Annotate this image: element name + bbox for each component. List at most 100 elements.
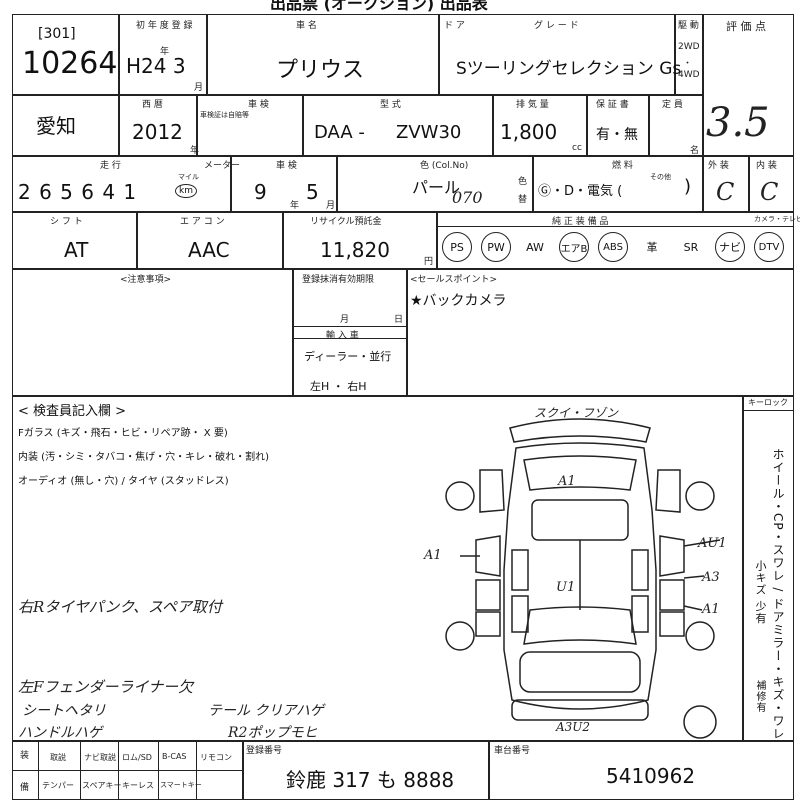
first-reg-value: H24 3 (126, 54, 186, 78)
region: 愛知 (36, 114, 76, 138)
plate-label: 登録番号 (246, 746, 283, 756)
hand-note-2: 左Fフェンダーライナー欠 (18, 678, 194, 696)
rating-label: 評 価 点 (726, 20, 766, 33)
car-diagram (445, 418, 721, 739)
mileage-value: 2 6 5 6 4 1 (18, 180, 138, 204)
exterior-value: C (716, 178, 735, 206)
model-value: ZVW30 (396, 122, 462, 143)
diagram-right-mark-1: AU1 (698, 536, 727, 551)
mileage-unit-top: マイル (178, 173, 199, 181)
camera-label: カメラ・テレビ (754, 215, 800, 223)
footer-left-a: 装 (20, 751, 30, 761)
diagram-center-mark: U1 (556, 580, 576, 595)
warranty-label: 保 証 書 (596, 100, 629, 110)
car-name-label: 車 名 (296, 21, 317, 31)
history-label: 車 検 (276, 161, 297, 171)
plate-value: 鈴鹿 317 も 8888 (286, 768, 455, 792)
hand-note-4: ハンドルハゲ (18, 725, 102, 741)
interior-value: C (760, 178, 779, 206)
fuel-close: ) (684, 176, 692, 197)
diagram-top-label: スクイ・フゾン (534, 406, 619, 420)
lot-number: 10264 (22, 46, 118, 81)
equipment-item: 革 (646, 241, 658, 254)
grade-value: Sツーリングセレクション Gs (456, 59, 682, 79)
year-value: 2012 (132, 120, 183, 144)
equipment-item: ABS (598, 232, 628, 262)
equipment-label: 純 正 装 備 品 (552, 217, 609, 227)
inspection-title: < 検査員記入欄 > (18, 404, 127, 419)
color-code: 070 (452, 188, 483, 207)
ac-value: AAC (188, 238, 230, 262)
drive-label: 駆 動 (678, 21, 699, 31)
history-month: 5 (306, 180, 319, 204)
year-label: 西 暦 (142, 100, 163, 110)
footer-left-b: 備 (20, 783, 30, 793)
diagram-roof-mark: A1 (558, 474, 576, 489)
chassis-value: 5410962 (606, 764, 696, 788)
diagram-bottom-mark: A3U2 (556, 720, 591, 734)
diagram-right-mark-2: A3 (702, 570, 720, 585)
inspection-label: 車 検 (248, 100, 269, 110)
footer-col3-bot: キーレス (122, 781, 154, 790)
diagram-left-mark: A1 (424, 548, 442, 563)
sales-point-label: <セールスポイント> (410, 275, 498, 285)
footer-col5-top: リモコン (200, 753, 232, 762)
model-label: 型 式 (380, 100, 401, 110)
fuel-value: Ⓖ・D・電気 ( (538, 184, 623, 199)
door-label: ド ア (444, 21, 465, 31)
displacement-unit: cc (572, 143, 582, 153)
footer-col3-top: ロム/SD (122, 753, 152, 762)
top-title: 出品票 (オークション) 出品表 (270, 0, 488, 13)
capacity-unit: 名 (690, 146, 700, 156)
car-name-value: プリウス (276, 58, 365, 83)
footer-col1-top: 取説 (50, 753, 66, 762)
reg-deadline-label: 登録抹消有効期限 (302, 275, 375, 285)
recycle-value: 11,820 (320, 238, 390, 262)
displacement-value: 1,800 (500, 120, 558, 144)
first-reg-year-unit: 年 (160, 47, 170, 57)
hand-note-1: 右Rタイヤパンク、スペア取付 (18, 598, 222, 616)
recycle-label: リサイクル預託金 (310, 217, 382, 227)
handle-value: 左H ・ 右H (310, 380, 367, 393)
notes-label: <注意事項> (120, 275, 172, 285)
shift-value: AT (64, 238, 89, 262)
capacity-label: 定 員 (662, 100, 683, 110)
footer-col2-top: ナビ取説 (84, 753, 116, 762)
diagram-right-mark-3: A1 (702, 602, 720, 617)
rating-value: 3.5 (706, 100, 770, 146)
inspection-line1: Fガラス (キズ・飛石・ヒビ・リペア跡・ X 要) (18, 428, 228, 439)
first-reg-month-unit: 月 (194, 83, 204, 93)
color-change-a: 色 (518, 177, 528, 187)
lot-bracket: [301] (38, 26, 76, 42)
displacement-label: 排 気 量 (516, 100, 549, 110)
footer-col4-bot: スマートキー (160, 781, 202, 789)
color-change-b: 替 (518, 195, 528, 205)
footer-col4-top: B-CAS (162, 752, 187, 761)
import-label: 輸 入 車 (326, 331, 359, 341)
reg-day: 日 (394, 315, 404, 325)
inspection-line2: 内装 (汚・シミ・タバコ・焦げ・穴・キレ・破れ・割れ) (18, 452, 269, 463)
drive-dot: ・ (683, 59, 693, 69)
import-value: ディーラー・並行 (304, 350, 392, 363)
equipment-item: PS (442, 232, 472, 262)
hand-note-3: シートヘタリ (22, 703, 106, 719)
color-value: パール (412, 178, 461, 197)
reg-month: 月 (340, 315, 350, 325)
year-unit: 年 (190, 146, 200, 156)
recycle-unit: 円 (424, 257, 434, 267)
shift-label: シ フ ト (50, 217, 83, 227)
equipment-item: PW (481, 232, 511, 262)
ac-label: エ ア コ ン (180, 217, 225, 227)
hand-note-6: R2ポップモヒ (228, 725, 318, 741)
equipment-item: エアB (559, 232, 589, 262)
drive-4wd: 4WD (678, 70, 700, 80)
mileage-unit-km: km (175, 184, 197, 198)
fuel-other: その他 (650, 173, 671, 181)
footer-col2-bot: スペアキー (82, 781, 122, 790)
inspection-line3: オーディオ (無し・穴) / タイヤ (スタッドレス) (18, 476, 229, 487)
side-note-3: 補修有 (754, 680, 765, 713)
equipment-item: SR (683, 240, 699, 254)
sales-point-value: ★バックカメラ (410, 293, 507, 309)
side-note-2: 小キズ 少有 (754, 560, 767, 625)
history-year-unit: 年 (290, 201, 300, 211)
